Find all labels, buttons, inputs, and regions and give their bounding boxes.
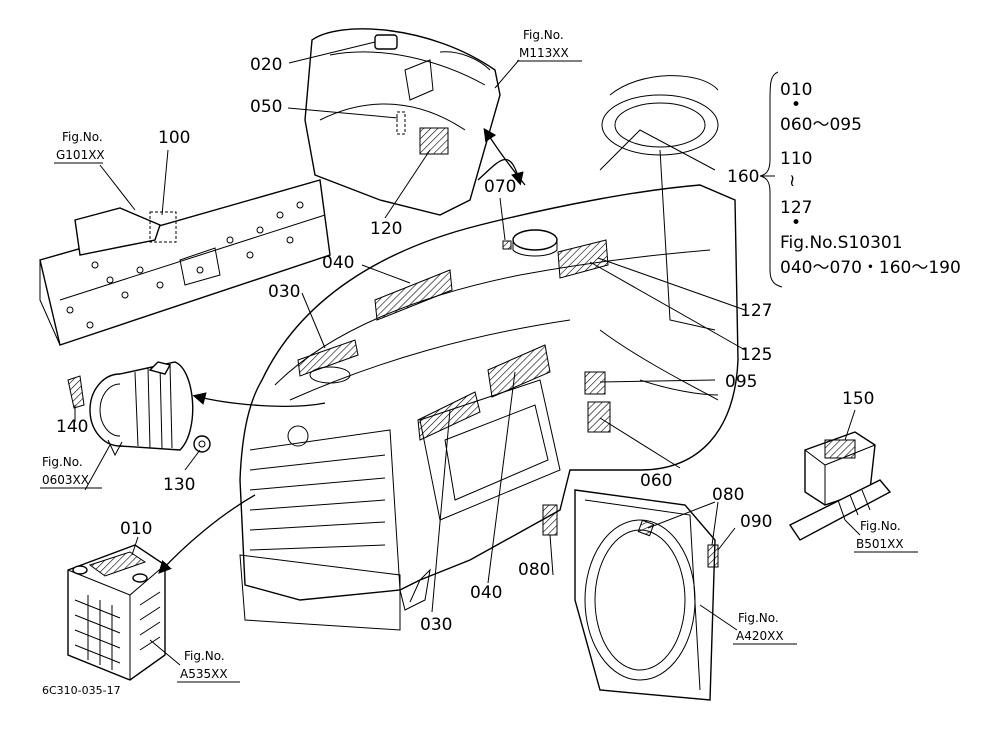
callout-130: 130 — [163, 475, 195, 495]
callout-140: 140 — [56, 417, 88, 437]
fig-a420-code: A420XX — [736, 629, 784, 643]
fig-a535-label: Fig.No. — [184, 649, 225, 663]
relay-connector — [788, 431, 892, 541]
air-cleaner — [67, 361, 194, 457]
callout-127: 127 — [740, 301, 772, 321]
callout-040-top: 040 — [322, 253, 354, 273]
fig-0603-label: Fig.No. — [42, 455, 83, 469]
list-line-4: 127 — [780, 198, 812, 218]
list-line-6: 040～070・160～190 — [780, 258, 961, 278]
fig-m113-code: M113XX — [519, 46, 569, 60]
frame-g101 — [39, 179, 331, 346]
decal-127-125 — [557, 239, 609, 279]
list-line-2: 060～095 — [780, 115, 862, 135]
callout-120: 120 — [370, 219, 402, 239]
callout-090: 090 — [740, 512, 772, 532]
fig-g101-code: G101XX — [56, 148, 105, 162]
callout-030-top: 030 — [268, 282, 300, 302]
callout-labels: 020 050 100 120 070 040 030 127 125 095 … — [56, 55, 874, 635]
callout-080-right: 080 — [712, 485, 744, 505]
callout-040-bottom: 040 — [470, 583, 502, 603]
decal-040-top — [374, 269, 453, 321]
decal-080-bottom — [542, 504, 558, 536]
callout-020: 020 — [250, 55, 282, 75]
list-line-1: 010 — [780, 80, 812, 100]
callout-125: 125 — [740, 345, 772, 365]
list-dot-2: • — [791, 213, 801, 233]
hood-assembly — [239, 75, 739, 631]
fig-b501-label: Fig.No. — [860, 519, 901, 533]
callout-160: 160 — [727, 167, 759, 187]
callout-070: 070 — [484, 177, 516, 197]
fig-0603-code: 0603XX — [42, 473, 89, 487]
callout-050: 050 — [250, 97, 282, 117]
decal-040-side — [487, 344, 551, 398]
callout-150: 150 — [842, 389, 874, 409]
radiator-shroud — [574, 489, 719, 701]
callout-030-bottom: 030 — [420, 615, 452, 635]
drawing-code: 6C310-035-17 — [42, 684, 121, 697]
list-line-5: Fig.No.S10301 — [780, 233, 903, 253]
fig-g101-label: Fig.No. — [62, 130, 103, 144]
hood-panel-m113 — [304, 28, 501, 216]
battery — [67, 544, 166, 681]
callout-080-bottom: 080 — [518, 560, 550, 580]
callout-010: 010 — [120, 519, 152, 539]
bracket-list: 160 010 • 060～095 110 ≀ 127 • Fig.No.S10… — [727, 71, 961, 288]
direction-arrows — [158, 127, 526, 574]
fig-a535-code: A535XX — [180, 667, 228, 681]
grommet — [193, 435, 211, 453]
decal-095 — [584, 371, 606, 395]
decal-030-top — [297, 339, 359, 377]
list-line-3: 110 — [780, 149, 812, 169]
callout-060: 060 — [640, 471, 672, 491]
fig-m113-label: Fig.No. — [523, 28, 564, 42]
callout-095: 095 — [725, 372, 757, 392]
figure-references: Fig.No. M113XX Fig.No. G101XX Fig.No. 06… — [40, 28, 918, 683]
fig-b501-code: B501XX — [856, 537, 904, 551]
fig-a420-label: Fig.No. — [738, 611, 779, 625]
leader-lines — [74, 41, 861, 666]
decal-060 — [587, 401, 611, 433]
list-tilde: ≀ — [789, 171, 795, 191]
list-dot-1: • — [791, 95, 801, 115]
callout-100: 100 — [158, 128, 190, 148]
